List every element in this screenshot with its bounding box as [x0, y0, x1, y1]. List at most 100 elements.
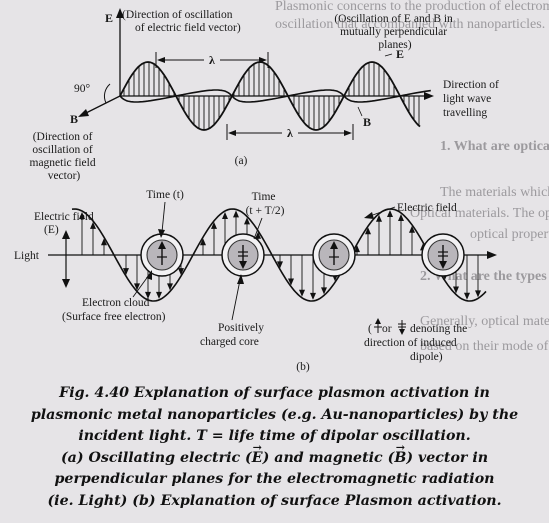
panel-b-id: (b)	[296, 361, 310, 373]
electron-cloud-leader-arrow	[146, 270, 152, 280]
e-field-vectors	[123, 62, 420, 130]
time-t2-leader	[253, 217, 263, 240]
positive-core-label: Positively charged core	[200, 322, 267, 348]
field-arrowhead	[464, 292, 470, 300]
lambda-bottom-arrow-right	[344, 130, 352, 136]
panel-a-id: (a)	[235, 155, 248, 167]
field-arrowhead	[200, 238, 206, 246]
time-t-label: Time (t)	[146, 189, 184, 201]
lambda-bottom-label: λ	[287, 126, 293, 140]
field-arrowhead	[101, 238, 107, 246]
field-arrowhead	[398, 214, 404, 221]
field-arrowhead	[475, 290, 481, 298]
nanoparticle	[312, 233, 356, 277]
time-t2-label: Time (t + T/2)	[246, 191, 285, 217]
nanoparticle	[140, 233, 184, 277]
field-arrowhead	[90, 221, 96, 229]
field-arrowhead	[299, 289, 305, 297]
time-t-leader-arrow	[158, 229, 165, 238]
dipole-note: ( or denoting the direction of induced d…	[364, 323, 470, 363]
e-double-arrow-top	[62, 230, 70, 239]
bg-line-1: Plasmonic concerns to the production of …	[275, 0, 549, 14]
field-arrowhead	[354, 245, 360, 253]
positive-core-leader	[231, 279, 241, 321]
wave-b-label: B	[363, 115, 371, 129]
dipole-arrowhead	[158, 241, 166, 249]
panel-a: E B 90° Direction of light wave travelli…	[30, 8, 502, 182]
nanoparticle	[221, 233, 265, 277]
e-axis-arrowhead	[116, 8, 124, 18]
light-label: Light	[14, 250, 40, 262]
light-axis-arrowhead	[487, 251, 497, 259]
time-t-leader	[161, 201, 166, 233]
field-arrowhead	[211, 221, 217, 229]
field-arrowhead	[222, 212, 228, 219]
bg-line-5: Optical materials. The optical materials…	[410, 206, 549, 221]
electric-field-left: Electric field (E)	[34, 211, 97, 236]
lambda-top-label: λ	[209, 53, 215, 67]
perpendicular-note: (Oscillation of E and B in mutually perp…	[334, 13, 455, 51]
bg-line-3: 1. What are optical materials?	[440, 139, 549, 154]
e-field-wave	[119, 61, 421, 131]
lambda-top-arrow-right	[259, 57, 267, 63]
e-vector-note: (Direction of oscillation of electric fi…	[122, 9, 241, 34]
light-sine-wave	[71, 208, 487, 302]
positive-core-leader-arrow	[237, 274, 244, 284]
caption-line-2: plasmonic metal nanoparticles (e.g. Au-n…	[30, 406, 519, 423]
field-arrowhead	[387, 210, 393, 217]
background-text: Plasmonic concerns to the production of …	[275, 0, 549, 354]
field-arrowhead	[123, 268, 129, 276]
field-arrowhead	[156, 291, 162, 299]
travel-note: Direction of light wave travelling	[443, 79, 502, 119]
bg-line-8: Generally, optical materials are divided…	[420, 314, 549, 329]
field-arrowhead	[310, 292, 316, 300]
b-vector-note: (Direction of oscillation of magnetic fi…	[30, 131, 99, 182]
caption-line-4: (a) Oscillating electric (E) and magneti…	[6, 437, 543, 470]
perp-e-leader	[384, 53, 393, 57]
lambda-top-arrow-left	[157, 57, 165, 63]
field-arrowhead	[409, 225, 415, 233]
bg-line-4: The materials which are sensitive to lig…	[440, 185, 549, 200]
field-arrowhead	[167, 283, 173, 291]
dipole-arrowhead	[439, 261, 447, 269]
electric-field-label: Electric field	[397, 202, 457, 214]
nanoparticle	[421, 233, 465, 277]
field-arrowhead	[134, 283, 140, 291]
b-field-wave	[119, 89, 431, 103]
b-axis-arrowhead	[78, 109, 89, 117]
electron-cloud-leader	[132, 274, 150, 298]
field-arrowhead	[145, 291, 151, 299]
propagation-arrowhead	[424, 92, 434, 100]
bg-line-6: optical properties.	[470, 227, 549, 242]
dipole-down-glyph	[398, 320, 406, 335]
field-arrows	[79, 210, 481, 300]
panel-b: Light Electric field (E) Time (t) Time (…	[14, 189, 497, 373]
b-axis	[83, 95, 121, 115]
field-arrowhead	[178, 268, 184, 276]
field-arrowhead	[255, 231, 261, 239]
angle-label: 90°	[74, 83, 91, 95]
field-arrowhead	[288, 278, 294, 286]
field-arrowhead	[244, 217, 250, 225]
e-double-arrow-bottom	[62, 279, 70, 288]
caption-line-5: perpendicular planes for the electromagn…	[54, 471, 495, 487]
dipole-up-glyph	[374, 318, 382, 333]
perp-e-label: E	[396, 47, 404, 61]
wave-b-leader	[357, 106, 363, 117]
bg-line-2: oscillation that accompanied with nanopa…	[275, 17, 545, 32]
field-arrowhead	[453, 286, 459, 294]
dipole-arrowhead	[239, 261, 247, 269]
bg-line-9: based on their mode of propagation of li…	[420, 339, 549, 354]
caption-line-3: incident light. T = life time of dipolar…	[78, 428, 471, 444]
dipole-arrowhead	[330, 241, 338, 249]
plasmon-diagram: Plasmonic concerns to the production of …	[14, 0, 549, 373]
vector-b-symbol: B	[394, 437, 406, 470]
vector-e-symbol: E	[252, 437, 263, 470]
electron-cloud-label: Electron cloud (Surface free electron)	[62, 297, 166, 323]
e-axis-label: E	[105, 11, 113, 25]
electric-field-leader	[369, 206, 396, 217]
field-arrowhead	[277, 261, 283, 269]
field-arrowhead	[376, 214, 382, 222]
lambda-bottom-arrow-left	[228, 130, 236, 136]
